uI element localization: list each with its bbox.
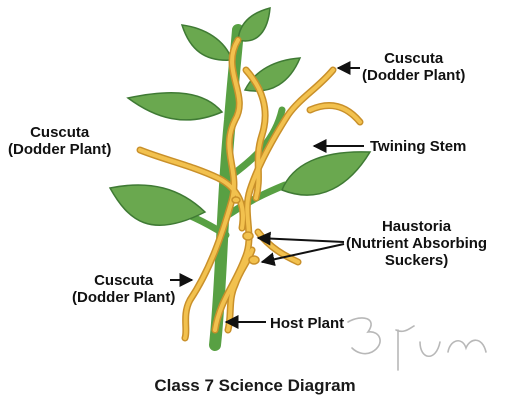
label-cuscuta-bottom-left-name: Cuscuta <box>72 272 175 289</box>
label-cuscuta-top-right-sub: (Dodder Plant) <box>362 67 465 84</box>
label-cuscuta-bottom-left: Cuscuta (Dodder Plant) <box>72 272 175 306</box>
label-cuscuta-bottom-left-sub: (Dodder Plant) <box>72 289 175 306</box>
handwriting-scribble <box>348 318 486 370</box>
leaf-top-left <box>182 25 232 60</box>
label-twining-stem: Twining Stem <box>370 138 466 155</box>
label-haustoria-sub1: (Nutrient Absorbing <box>346 235 487 252</box>
diagram-caption: Class 7 Science Diagram <box>0 376 510 396</box>
label-cuscuta-left-sub: (Dodder Plant) <box>8 141 111 158</box>
leaf-right <box>282 152 370 195</box>
label-haustoria-name: Haustoria <box>346 218 487 235</box>
leaf-top-right <box>238 8 270 41</box>
label-host-plant: Host Plant <box>270 315 344 332</box>
label-haustoria: Haustoria (Nutrient Absorbing Suckers) <box>346 218 487 269</box>
label-cuscuta-top-right: Cuscuta (Dodder Plant) <box>362 50 465 84</box>
leaf-mid-left <box>128 93 222 120</box>
label-haustoria-sub2: Suckers) <box>346 252 487 269</box>
label-cuscuta-top-right-name: Cuscuta <box>362 50 465 67</box>
label-cuscuta-left: Cuscuta (Dodder Plant) <box>8 124 111 158</box>
label-twining-stem-text: Twining Stem <box>370 138 466 155</box>
label-cuscuta-left-name: Cuscuta <box>8 124 111 141</box>
label-host-plant-text: Host Plant <box>270 315 344 332</box>
